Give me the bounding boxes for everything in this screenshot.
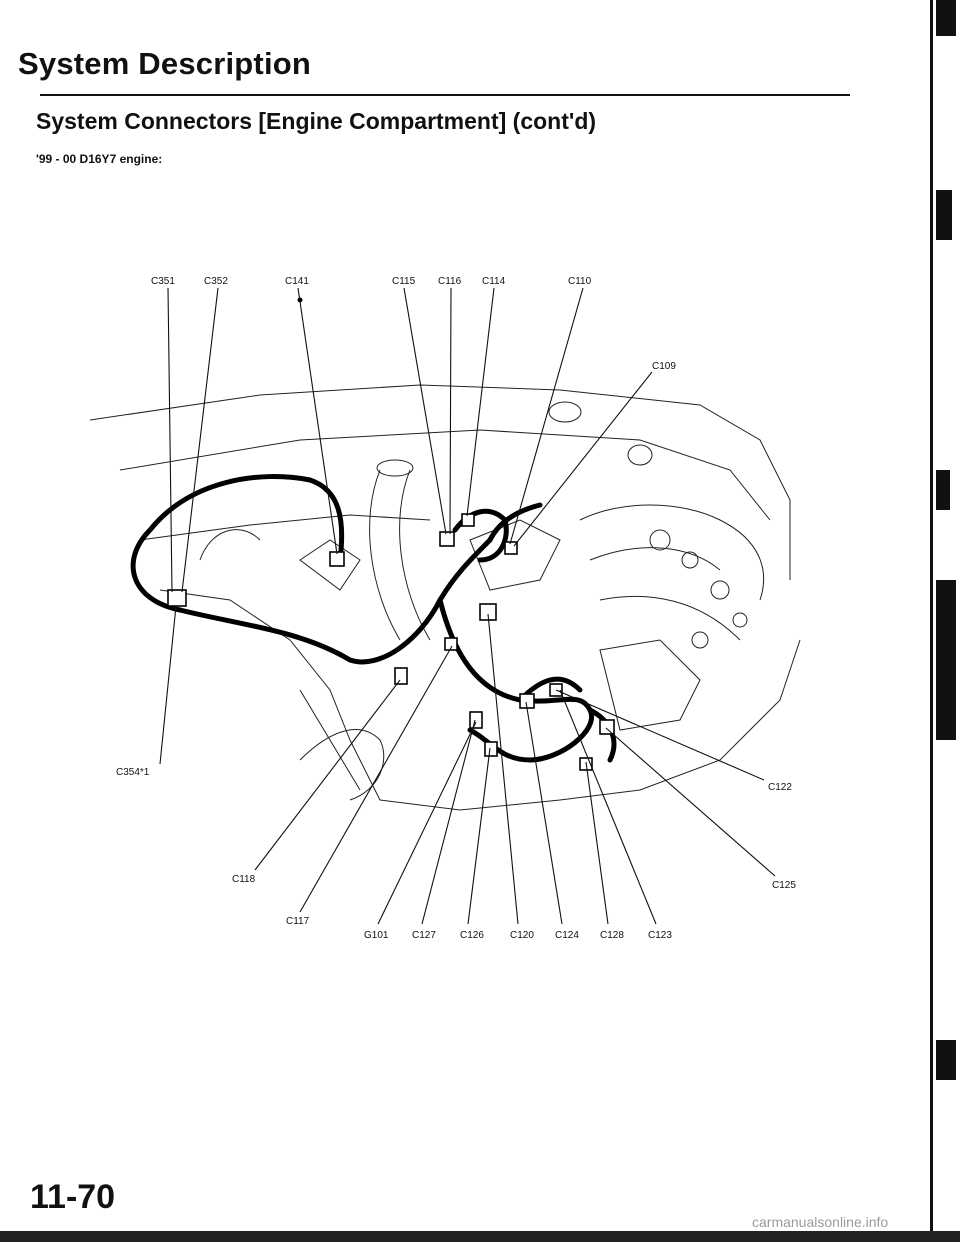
label-c141: C141 <box>285 276 309 287</box>
page-number: 11-70 <box>30 1178 116 1216</box>
section-heading: System Connectors [Engine Compartment] (… <box>36 108 597 134</box>
right-edge-mark-2 <box>936 190 952 240</box>
watermark: carmanualsonline.info <box>752 1214 889 1230</box>
label-c127: C127 <box>412 930 436 941</box>
page-title: System Description <box>18 46 312 81</box>
engine-outline <box>89 384 801 811</box>
leader-lines <box>159 287 776 925</box>
label-c109: C109 <box>652 361 676 372</box>
label-c114: C114 <box>482 276 506 287</box>
label-c118: C118 <box>232 874 256 885</box>
connectors <box>167 513 615 771</box>
engine-subtitle: '99 - 00 D16Y7 engine: <box>36 152 163 166</box>
label-c128: C128 <box>600 930 624 941</box>
title-rule <box>40 94 850 96</box>
right-edge-mark-4 <box>936 580 956 740</box>
label-c126: C126 <box>460 930 484 941</box>
right-border-line <box>930 0 933 1242</box>
label-c354: C354*1 <box>116 767 150 778</box>
label-c125: C125 <box>772 880 796 891</box>
label-c351: C351 <box>151 276 175 287</box>
label-c352: C352 <box>204 276 228 287</box>
right-edge-mark-5 <box>936 1040 956 1080</box>
label-c117: C117 <box>286 916 310 927</box>
label-g101: G101 <box>364 930 389 941</box>
footer-bar <box>0 1231 960 1242</box>
label-c115: C115 <box>392 276 416 287</box>
label-c116: C116 <box>438 276 462 287</box>
label-c120: C120 <box>510 930 534 941</box>
right-edge-mark-3 <box>936 470 950 510</box>
label-c123: C123 <box>648 930 672 941</box>
wire-harness <box>130 297 617 763</box>
label-c122: C122 <box>768 782 792 793</box>
right-edge-mark-1 <box>936 0 956 36</box>
label-c124: C124 <box>555 930 579 941</box>
label-c110: C110 <box>568 276 592 287</box>
connector-labels: C351 C352 C141 C115 C116 C114 C110 C109 … <box>116 276 796 941</box>
